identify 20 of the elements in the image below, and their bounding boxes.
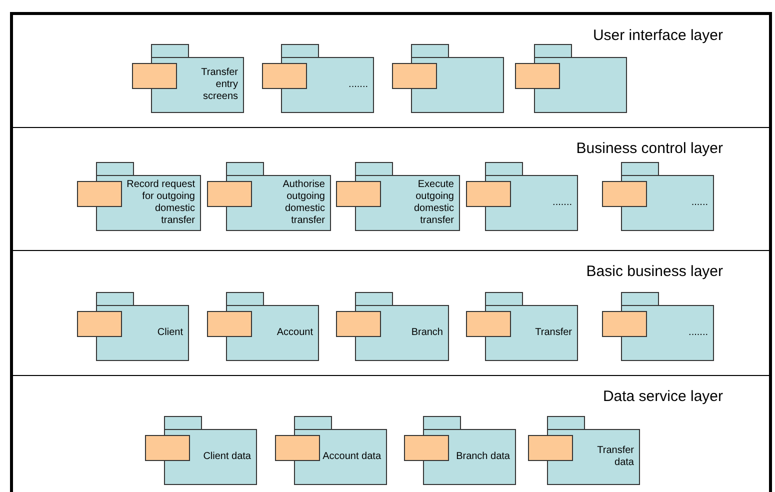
package-label: Record request for outgoing domestic transfer (126, 179, 195, 227)
package-label: ....... (348, 79, 368, 91)
package-label: Transfer entry screens (200, 67, 238, 103)
package-label: Transfer data (596, 445, 634, 469)
package-label: Transfer (535, 327, 572, 339)
package-label: ....... (688, 327, 708, 339)
package-label: Authorise outgoing domestic transfer (282, 179, 325, 227)
package-label: Account (276, 327, 313, 339)
package-label: Client (157, 327, 183, 339)
package-label: Branch (411, 327, 443, 339)
package-label: Branch data (456, 451, 510, 463)
package-label: Execute outgoing domestic transfer (412, 179, 454, 227)
layer-title: Business control layer (576, 140, 723, 158)
layer-title: Data service layer (602, 388, 723, 406)
layer-title: Basic business layer (586, 263, 723, 281)
package-label: ....... (552, 197, 572, 209)
package-label: ...... (691, 197, 708, 209)
package-label: Account data (322, 451, 381, 463)
layer-title: User interface layer (592, 27, 723, 45)
package-label: Client data (203, 451, 251, 463)
